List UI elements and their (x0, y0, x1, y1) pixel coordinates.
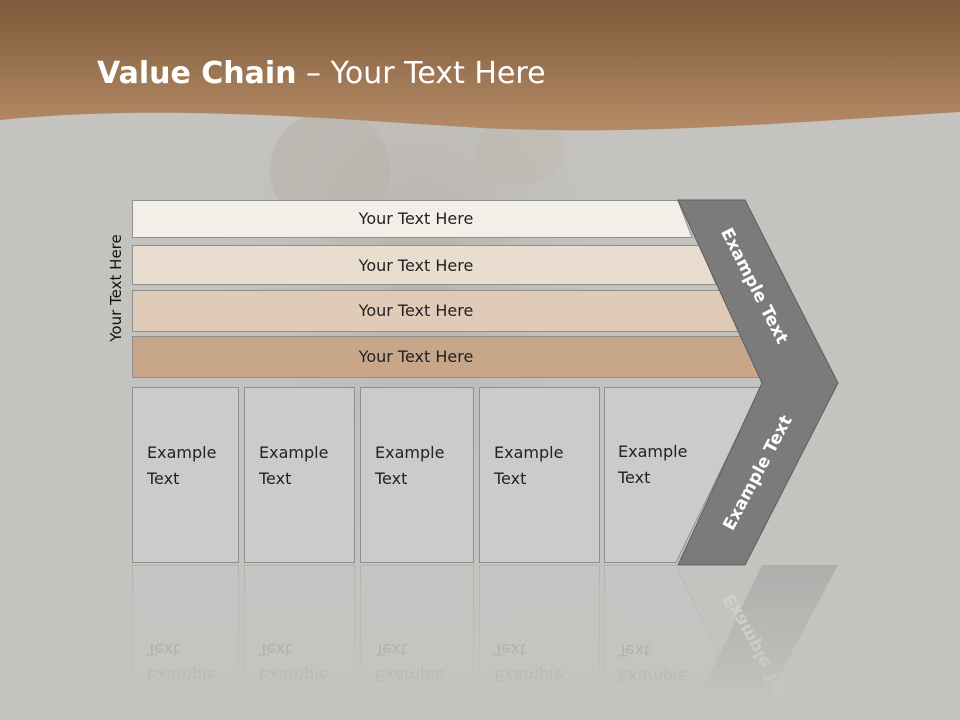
header-band (0, 0, 960, 131)
page-title: Value Chain – Your Text Here (97, 56, 546, 91)
cell-label: Example Text (147, 443, 217, 488)
cell-label: Example Text (375, 443, 445, 488)
bar-label: Your Text Here (358, 347, 474, 366)
activity-cell-5: Example Text (604, 387, 688, 563)
activity-cell-4: Example Text (479, 387, 600, 563)
activity-cell-5-shape (604, 387, 762, 563)
cell-label: Example Text (494, 443, 564, 488)
bar-label: Your Text Here (358, 256, 474, 275)
cell-label: Example Text (259, 443, 329, 488)
cell-label: Example Text (618, 442, 688, 487)
bar-shape (132, 200, 693, 238)
activity-cell-2: Example Text (244, 387, 355, 563)
activity-cell-1: Example Text (132, 387, 239, 563)
reflection: Example Text Example Text Example Text E… (0, 565, 960, 720)
activity-cell-3: Example Text (360, 387, 474, 563)
bar-label: Your Text Here (358, 209, 474, 228)
bar-label: Your Text Here (358, 301, 474, 320)
